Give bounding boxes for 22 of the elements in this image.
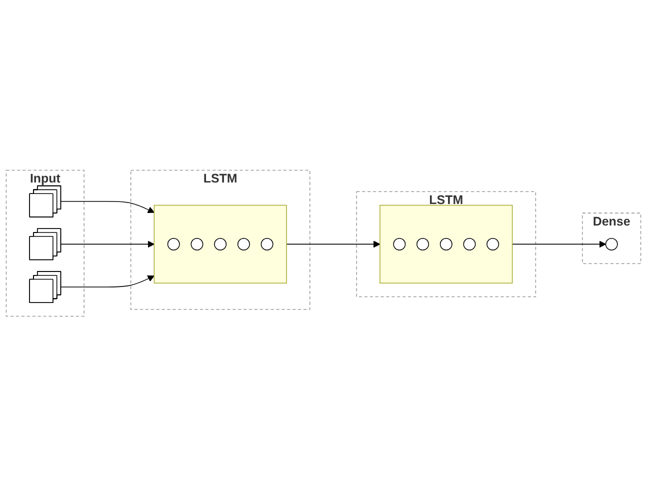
- cluster: [154, 204, 287, 284]
- node-circle: [190, 238, 204, 250]
- node-circle: [486, 238, 500, 250]
- node-circle: [605, 238, 618, 250]
- arrow: [512, 240, 606, 248]
- cluster: Input: [6, 170, 84, 316]
- arrow: [60, 275, 154, 288]
- node-circle: [416, 238, 429, 250]
- node-circle: [260, 238, 274, 250]
- arrow: [286, 240, 380, 248]
- cluster: LSTM: [356, 191, 536, 297]
- node-circle: [214, 238, 227, 250]
- node-circle: [393, 238, 406, 250]
- node-circle: [463, 238, 476, 250]
- node-circle: [167, 238, 180, 250]
- cluster: [380, 204, 513, 284]
- cluster: LSTM: [130, 170, 310, 310]
- arrow: [60, 240, 154, 248]
- node-circle: [440, 238, 452, 250]
- cluster: Dense: [582, 212, 642, 264]
- arrow: [60, 200, 154, 213]
- node-circle: [237, 238, 250, 250]
